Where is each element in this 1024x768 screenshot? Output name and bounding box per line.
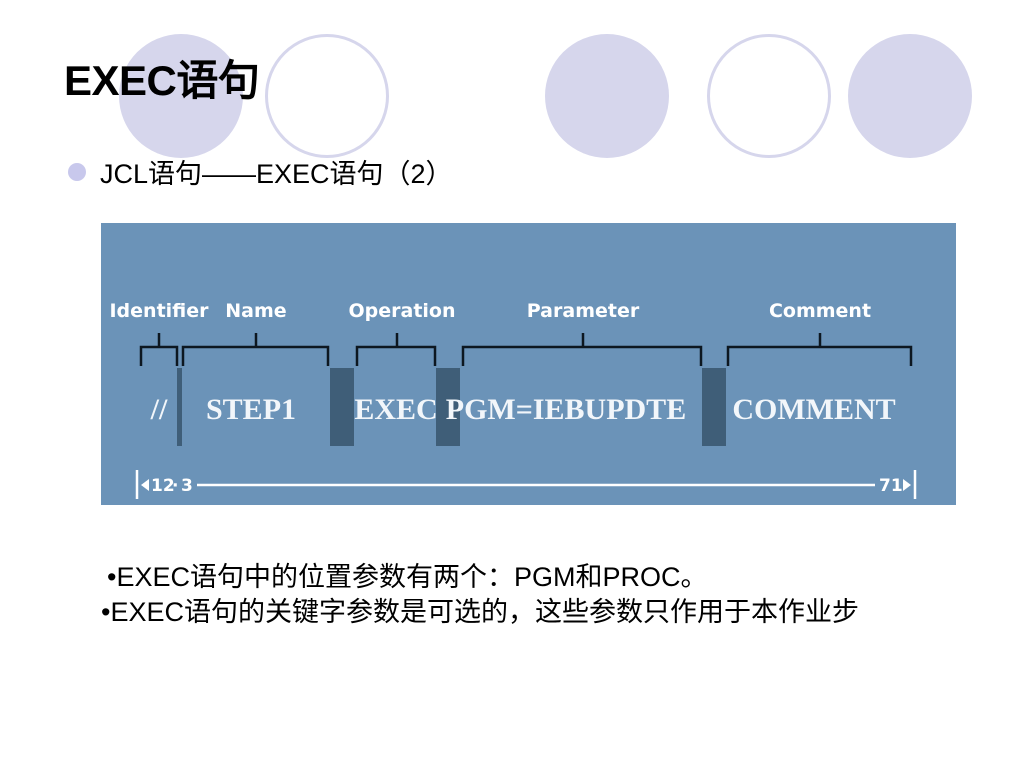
separator-1 bbox=[330, 368, 354, 446]
bracket-identifier bbox=[139, 345, 179, 366]
header-operation: Operation bbox=[348, 300, 455, 322]
separator-2 bbox=[436, 368, 460, 446]
bracket-operation bbox=[355, 345, 437, 366]
separator-thin bbox=[177, 368, 182, 446]
decor-circle-5 bbox=[848, 34, 972, 158]
field-comment: COMMENT bbox=[732, 393, 895, 426]
note-line-2: •EXEC语句的关键字参数是可选的，这些参数只作用于本作业步 bbox=[101, 597, 859, 627]
header-parameter: Parameter bbox=[527, 300, 640, 322]
slide-title: EXEC语句 bbox=[64, 57, 260, 104]
field-parameter: PGM=IEBUPDTE bbox=[446, 393, 686, 426]
bullet-text: JCL语句——EXEC语句（2） bbox=[100, 159, 453, 189]
note-line-1: •EXEC语句中的位置参数有两个：PGM和PROC。 bbox=[107, 562, 708, 592]
jcl-exec-diagram: Identifier Name Operation Parameter Comm… bbox=[101, 223, 956, 505]
field-name: STEP1 bbox=[206, 393, 296, 426]
decor-circle-1 bbox=[119, 34, 243, 158]
field-operation: EXEC bbox=[354, 393, 437, 426]
bracket-name bbox=[181, 345, 330, 366]
jcl-format-figure: Identifier Name Operation Parameter Comm… bbox=[109, 300, 917, 499]
ruler-left-arrow-icon bbox=[141, 479, 149, 491]
bracket-parameter bbox=[461, 345, 703, 366]
header-identifier: Identifier bbox=[109, 300, 209, 322]
decor-circle-4 bbox=[707, 34, 831, 158]
header-comment: Comment bbox=[769, 300, 871, 322]
ruler-right-arrow-icon bbox=[903, 479, 911, 491]
column-third: 3 bbox=[181, 476, 193, 496]
notes-block: •EXEC语句中的位置参数有两个：PGM和PROC。 •EXEC语句的关键字参数… bbox=[101, 560, 981, 630]
bullet-item: JCL语句——EXEC语句（2） bbox=[68, 152, 453, 191]
bullet-dot-icon bbox=[68, 162, 86, 181]
separator-3 bbox=[702, 368, 726, 446]
column-dot: · bbox=[172, 476, 178, 496]
bracket-comment bbox=[726, 345, 913, 366]
decor-circle-3 bbox=[545, 34, 669, 158]
decor-circle-2 bbox=[265, 34, 389, 158]
field-identifier: // bbox=[150, 393, 168, 426]
column-start: 12 bbox=[151, 476, 175, 496]
column-end: 71 bbox=[879, 476, 903, 496]
header-name: Name bbox=[225, 300, 286, 322]
